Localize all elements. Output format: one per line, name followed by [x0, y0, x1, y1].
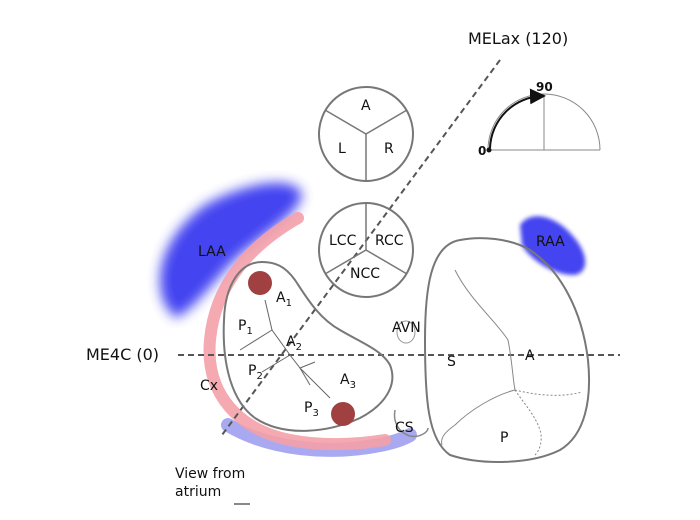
p2-label: P2 — [248, 363, 263, 382]
raa-blob — [520, 216, 586, 276]
mitral-valve: A1 P1 A2 P2 A3 P3 — [222, 260, 394, 432]
p3-label: P3 — [304, 400, 319, 419]
cs-label: CS — [395, 420, 414, 436]
gauge-end-label: 90 — [536, 80, 553, 94]
aortic-a-label: A — [361, 98, 371, 114]
aortic-l-label: L — [338, 141, 346, 157]
laa-label: LAA — [198, 244, 226, 260]
a2-label: A2 — [286, 334, 302, 353]
cx-label: Cx — [200, 378, 218, 394]
p3-dot — [331, 402, 355, 426]
angle-gauge: 0 90 — [478, 80, 601, 158]
avn-label: AVN — [392, 320, 421, 336]
avn-node — [396, 320, 416, 344]
tricuspid-valve: S A P — [423, 237, 591, 463]
caption-line1: View from — [175, 466, 245, 482]
gauge-start-label: 0 — [478, 144, 486, 158]
me4c-label: ME4C (0) — [86, 345, 159, 364]
a3-label: A3 — [340, 372, 356, 391]
raa-label: RAA — [536, 234, 565, 250]
a1-dot — [248, 271, 272, 295]
cx-band — [203, 212, 391, 451]
melax-line — [221, 59, 501, 436]
tricuspid-a-label: A — [525, 348, 535, 364]
cs-hook — [393, 409, 429, 438]
caption-line2: atrium — [175, 484, 221, 500]
aortic-r-label: R — [384, 141, 394, 157]
melax-label: MELax (120) — [468, 29, 568, 48]
coronary-cusp-valve: LCC RCC NCC — [318, 202, 414, 298]
lcc-label: LCC — [329, 233, 357, 249]
p1-label: P1 — [238, 318, 253, 337]
laa-blob — [159, 182, 302, 318]
a1-label: A1 — [276, 290, 292, 309]
aortic-valve: A L R — [318, 86, 414, 182]
tricuspid-s-label: S — [447, 354, 456, 370]
tricuspid-p-label: P — [500, 430, 508, 446]
ncc-label: NCC — [350, 266, 380, 282]
rcc-label: RCC — [375, 233, 404, 249]
